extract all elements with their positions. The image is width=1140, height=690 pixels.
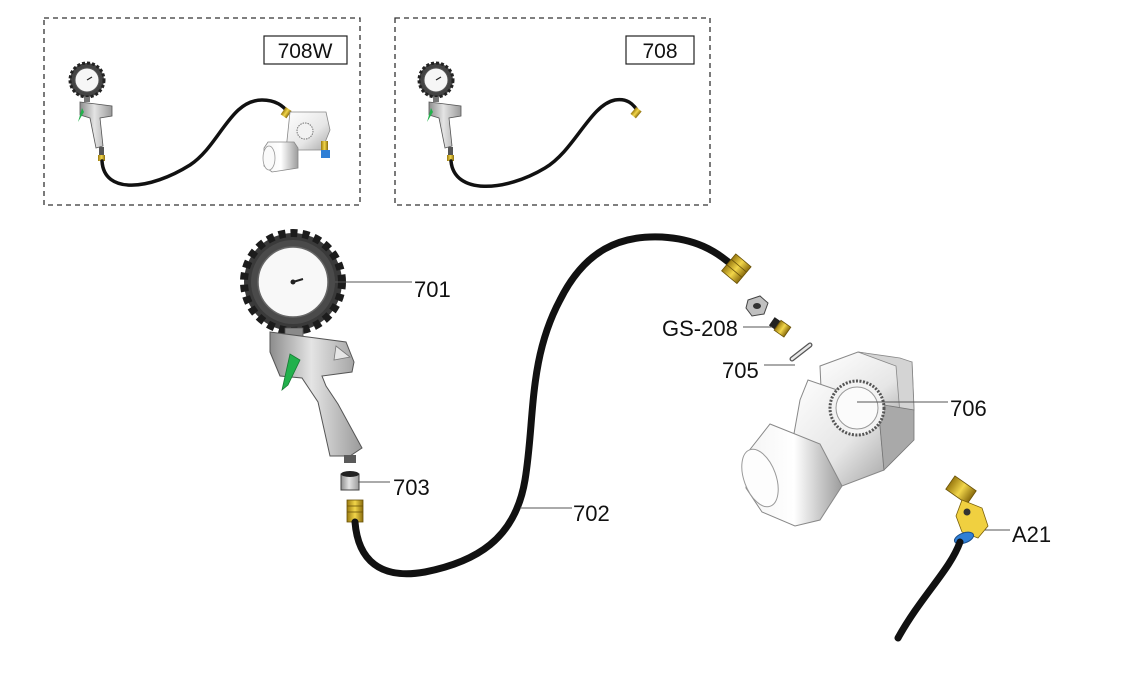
elbow-fitting-icon [945,475,989,545]
regulator-block-icon [262,111,331,173]
part-label-a21: A21 [1012,522,1051,547]
tag-box [263,35,348,65]
pressure-gauge-icon [240,229,346,335]
part-label-gs208: GS-208 [662,316,738,341]
brass-fitting-icon [768,317,792,338]
dashed-frame [394,17,711,206]
inflator-gun-icon [68,61,113,161]
part-label-701: 701 [414,277,451,302]
brass-fitting-icon [346,499,364,523]
part-label-702: 702 [573,501,610,526]
hose-icon [894,538,964,642]
sleeve-icon [340,471,360,491]
hose-icon [351,233,737,578]
regulator-block-icon [741,351,915,527]
part-label-703: 703 [393,475,430,500]
brass-fitting-icon [280,107,292,119]
tag-box [625,35,695,65]
nut-icon [745,295,769,317]
part-label-706: 706 [950,396,987,421]
variant-tag: 708 [642,40,677,63]
variant-box-708w: 708W [43,17,361,206]
variant-tag: 708W [278,40,333,63]
brass-fitting-icon [630,107,642,119]
part-label-705: 705 [722,358,759,383]
dashed-frame [43,17,361,206]
pressure-gauge-icon [417,61,455,99]
pin-icon [789,342,813,362]
hose-icon [100,98,290,187]
brass-fitting-icon [721,253,752,285]
inflator-gun-icon [240,229,363,463]
hose-icon [449,97,639,188]
inflator-gun-icon [417,61,462,161]
pressure-gauge-icon [68,61,106,99]
variant-box-708: 708 [394,17,711,206]
